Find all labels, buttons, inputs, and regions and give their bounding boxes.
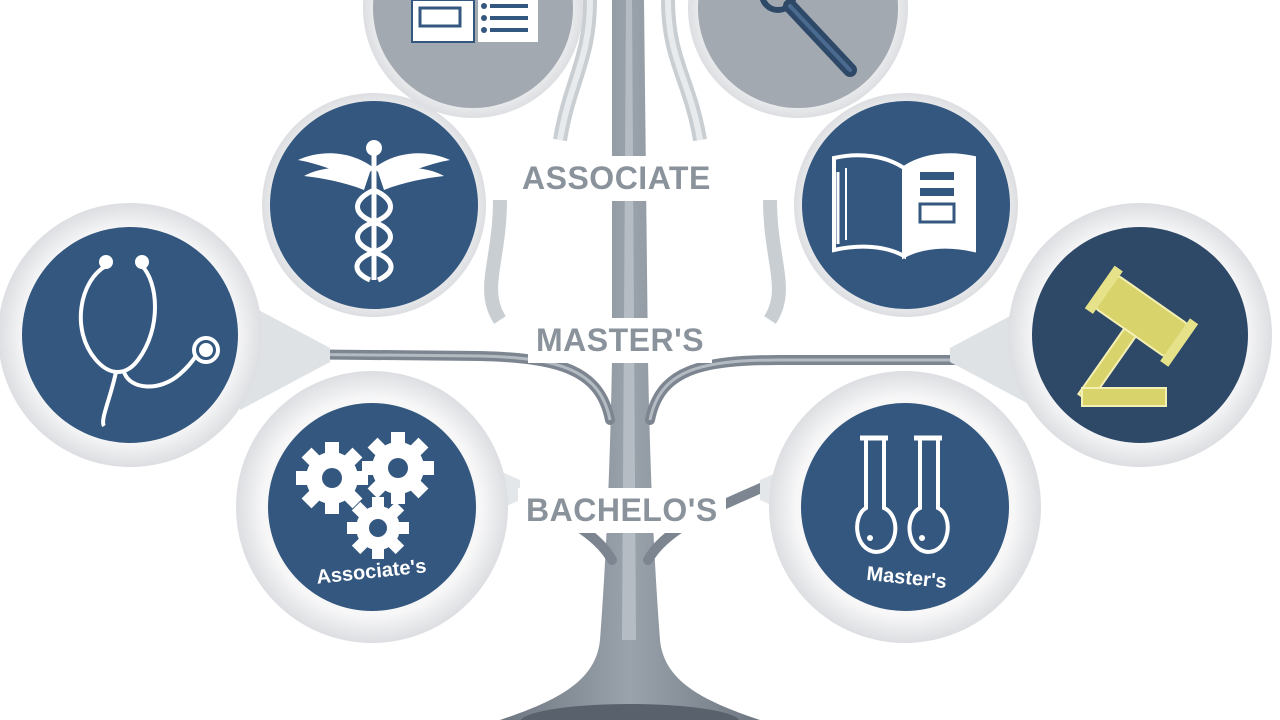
stethoscope-badge	[0, 203, 262, 467]
flasks-icon	[855, 435, 950, 555]
gavel-badge	[1008, 203, 1272, 467]
stethoscope-icon	[78, 255, 220, 428]
connector-left	[240, 300, 330, 410]
gears-icon	[296, 432, 434, 559]
document-list-icon	[411, 0, 538, 43]
caduceus-icon	[298, 140, 450, 283]
book-badge	[794, 93, 1018, 317]
gavel-icon	[1076, 265, 1199, 407]
branch-highlights	[269, 352, 1000, 421]
tier-label-bachelors: BACHELO'S	[518, 488, 726, 533]
tier-label-associate: ASSOCIATE	[514, 156, 719, 201]
magnifier-badge	[688, 0, 908, 118]
tree-roots	[520, 704, 740, 720]
open-book-icon	[832, 153, 976, 260]
tier-label-masters: MASTER'S	[528, 318, 713, 363]
document-badge	[363, 0, 583, 118]
upper-branch-highlights	[557, 0, 703, 141]
caduceus-badge	[262, 93, 486, 317]
flasks-badge: Master's	[769, 371, 1041, 643]
gears-badge: Associate's	[236, 371, 508, 643]
magnifier-icon	[759, 0, 857, 77]
